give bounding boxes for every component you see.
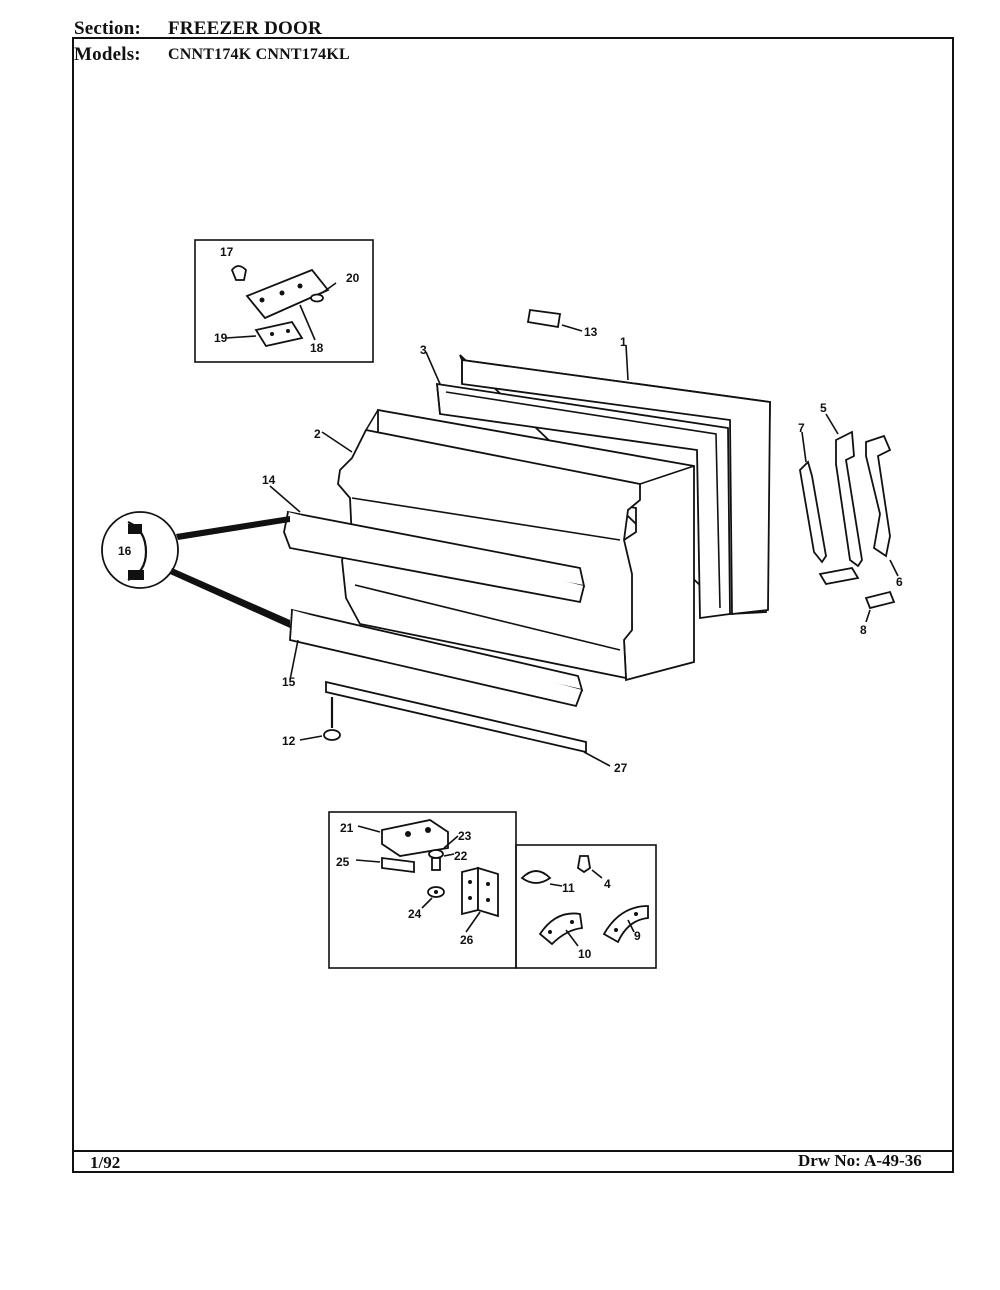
door-gasket bbox=[425, 351, 731, 620]
callout-16: 16 bbox=[118, 544, 132, 558]
hinge-inset-box bbox=[194, 239, 374, 363]
callout-21: 21 bbox=[340, 821, 354, 835]
door-stop-brackets bbox=[799, 413, 899, 623]
callout-17: 17 bbox=[220, 245, 234, 259]
section-title: FREEZER DOOR bbox=[168, 18, 322, 39]
callout-6: 6 bbox=[896, 575, 903, 589]
callout-5: 5 bbox=[820, 401, 827, 415]
models-label: Models: bbox=[74, 44, 141, 65]
callout-11: 11 bbox=[562, 881, 575, 895]
section-label: Section: bbox=[74, 18, 142, 39]
callout-3: 3 bbox=[420, 343, 427, 357]
callout-12: 12 bbox=[282, 734, 296, 748]
callout-14: 14 bbox=[262, 473, 276, 487]
kick-plate bbox=[325, 680, 611, 767]
callout-20: 20 bbox=[346, 271, 360, 285]
drawing-date: 1/92 bbox=[90, 1153, 121, 1172]
callout-9: 9 bbox=[634, 929, 641, 943]
handle-parts bbox=[520, 855, 649, 947]
callout-22: 22 bbox=[454, 849, 468, 863]
callout-19: 19 bbox=[214, 331, 228, 345]
callout-2: 2 bbox=[314, 427, 321, 441]
models-list: CNNT174K CNNT174KL bbox=[168, 46, 350, 63]
callout-26: 26 bbox=[460, 933, 474, 947]
handle-parts-inset-box bbox=[515, 844, 657, 969]
lower-hinge-parts bbox=[355, 819, 499, 933]
callout-25: 25 bbox=[336, 855, 350, 869]
callout-1: 1 bbox=[620, 335, 627, 349]
callout-13: 13 bbox=[584, 325, 598, 339]
drawing-number: Drw No: A-49-36 bbox=[798, 1151, 922, 1170]
drawing-frame bbox=[72, 37, 954, 1173]
footer-divider bbox=[72, 1150, 954, 1152]
callout-8: 8 bbox=[860, 623, 867, 637]
callout-10: 10 bbox=[578, 947, 592, 961]
detail-magnifier-16 bbox=[101, 511, 290, 628]
door-shelf-bar bbox=[269, 485, 586, 604]
screw-part-12 bbox=[299, 697, 341, 741]
bottom-shelf-bar bbox=[289, 608, 584, 708]
callout-24: 24 bbox=[408, 907, 422, 921]
callout-18: 18 bbox=[310, 341, 324, 355]
upper-hinge-part bbox=[225, 265, 337, 348]
callout-7: 7 bbox=[798, 421, 805, 435]
callout-27: 27 bbox=[614, 761, 628, 775]
part-13-plate bbox=[526, 308, 583, 332]
callout-4: 4 bbox=[604, 877, 611, 891]
callout-23: 23 bbox=[458, 829, 472, 843]
callout-15: 15 bbox=[282, 675, 296, 689]
